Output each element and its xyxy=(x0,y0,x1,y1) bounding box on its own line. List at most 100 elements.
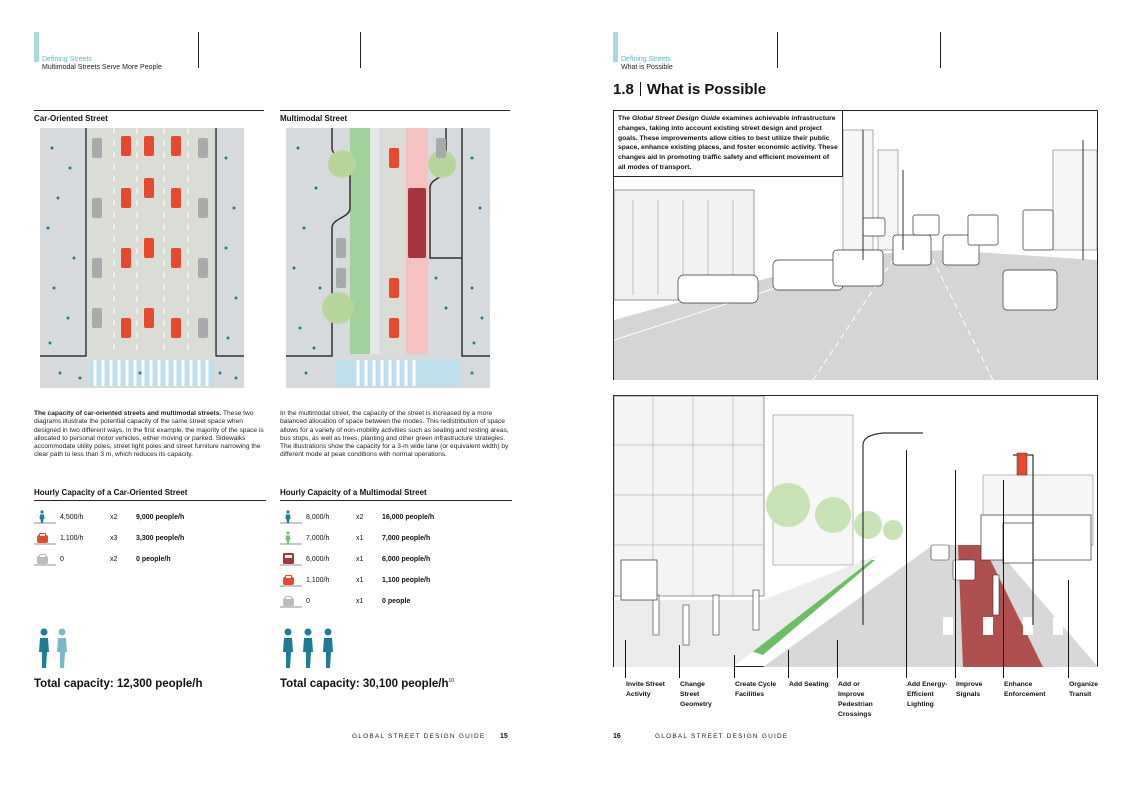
callout-label: Create Cycle Facilities xyxy=(735,681,777,698)
capacity-total: 1,100 people/h xyxy=(382,576,431,584)
page-number: 16 xyxy=(613,733,621,740)
header-accent-bar xyxy=(34,32,39,62)
intro-pre: The xyxy=(618,115,632,122)
diagram-title-multimodal: Multimodal Street xyxy=(280,114,348,123)
car-icon xyxy=(34,531,56,545)
page-number: 15 xyxy=(500,733,508,740)
capacity-row: 4,500/h x2 9,000 people/h xyxy=(34,510,266,524)
capacity-row: 0 x2 0 people/h xyxy=(34,552,266,566)
intro-text: The Global Street Design Guide examines … xyxy=(613,110,843,177)
intro-guide-name: Global Street Design Guide xyxy=(631,115,720,122)
capacity-rate: 0 xyxy=(306,597,310,605)
callout-label: Add Energy-Efficient Lighting xyxy=(907,681,948,708)
existing-street-illustration xyxy=(613,110,1098,380)
caption-car-oriented: The capacity of car-oriented streets and… xyxy=(34,410,266,460)
capacity-multiplier: x2 xyxy=(110,555,118,563)
capacity-row: 8,000/h x2 16,000 people/h xyxy=(280,510,512,524)
caption-lead: The capacity of car-oriented streets and… xyxy=(34,410,222,417)
callout-leader-line xyxy=(788,650,789,678)
callout-label: Add Seating xyxy=(789,681,829,688)
header-accent-bar xyxy=(613,32,618,62)
caption-body: These two diagrams illustrate the potent… xyxy=(34,410,264,459)
total-capacity-car: Total capacity: 12,300 people/h xyxy=(34,678,203,690)
capacity-total: 3,300 people/h xyxy=(136,534,185,542)
header-divider xyxy=(198,32,199,68)
parked-car-icon xyxy=(34,552,56,566)
capacity-total: 6,000 people/h xyxy=(382,555,431,563)
total-capacity-value: Total capacity: 30,100 people/h xyxy=(280,678,449,690)
section-number: 1.8 xyxy=(613,81,634,98)
capacity-total: 16,000 people/h xyxy=(382,513,435,521)
capacity-total: 0 people xyxy=(382,597,411,605)
parked-car-icon xyxy=(280,594,302,608)
cyclist-icon xyxy=(280,531,302,545)
callout-leader-line xyxy=(1068,580,1069,678)
capacity-multiplier: x2 xyxy=(356,513,364,521)
footer-guide-title: GLOBAL STREET DESIGN GUIDE xyxy=(352,733,486,740)
diagram-title-car: Car-Oriented Street xyxy=(34,114,108,123)
header-divider xyxy=(360,32,361,68)
header-subtitle: Multimodal Streets Serve More People xyxy=(42,64,162,71)
callout-leader-line xyxy=(679,645,680,678)
callout-leader-line xyxy=(837,640,838,678)
header-section: Defining Streets xyxy=(621,56,671,63)
callout-label: Enhance Enforcement xyxy=(1004,681,1046,698)
capacity-row: 1,100/h x1 1,100 people/h xyxy=(280,573,512,587)
section-rule xyxy=(280,110,510,111)
capacity-multiplier: x3 xyxy=(110,534,118,542)
callout-leader-line xyxy=(734,655,735,678)
car-icon xyxy=(280,573,302,587)
capacity-rate: 7,000/h xyxy=(306,534,330,542)
total-capacity-multimodal: Total capacity: 30,100 people/h10 xyxy=(280,678,454,690)
bus-icon xyxy=(280,552,302,566)
capacity-row: 6,000/h x1 6,000 people/h xyxy=(280,552,512,566)
header-subtitle: What is Possible xyxy=(621,64,673,71)
callout-leader-line xyxy=(906,450,907,678)
multimodal-street-diagram xyxy=(286,128,490,388)
capacity-total: 0 people/h xyxy=(136,555,171,563)
capacity-rate: 1,100/h xyxy=(306,576,330,584)
capacity-multiplier: x1 xyxy=(356,597,364,605)
people-icon xyxy=(39,628,67,668)
callout-label: Invite Street Activity xyxy=(626,681,665,698)
capacity-multiplier: x1 xyxy=(356,576,364,584)
title-separator xyxy=(639,82,641,96)
callout-label: Add or Improve Pedestrian Crossings xyxy=(838,681,873,718)
capacity-rate: 1,100/h xyxy=(60,534,84,542)
callout-label: Organize Transit xyxy=(1069,681,1099,698)
capacity-row: 1,100/h x3 3,300 people/h xyxy=(34,531,266,545)
header-divider xyxy=(940,32,941,68)
callout-leader-line xyxy=(1003,480,1004,678)
capacity-rate: 4,500/h xyxy=(60,513,84,521)
section-rule xyxy=(34,110,264,111)
capacity-rate: 8,000/h xyxy=(306,513,330,521)
section-rule xyxy=(34,500,266,501)
header-section: Defining Streets xyxy=(42,56,92,63)
capacity-rate: 6,000/h xyxy=(306,555,330,563)
capacity-table-car: 4,500/h x2 9,000 people/h 1,100/h x3 3,300 pe… xyxy=(34,510,266,580)
capacity-title-car: Hourly Capacity of a Car-Oriented Street xyxy=(34,488,188,497)
section-title: What is Possible xyxy=(646,81,767,98)
car-oriented-street-diagram xyxy=(40,128,244,388)
capacity-multiplier: x1 xyxy=(356,534,364,542)
pedestrian-icon xyxy=(34,510,56,524)
callout-label: Change Street Geometry xyxy=(680,681,712,708)
section-rule xyxy=(280,500,512,501)
caption-multimodal: In the multimodal street, the capacity o… xyxy=(280,410,509,459)
footnote-marker: 10 xyxy=(448,678,455,685)
capacity-multiplier: x2 xyxy=(110,513,118,521)
callout-leader-line xyxy=(625,640,626,678)
capacity-multiplier: x1 xyxy=(356,555,364,563)
intro-post: examines achievable infrastructure chang… xyxy=(618,115,838,171)
capacity-rate: 0 xyxy=(60,555,64,563)
callout-label: Improve Signals xyxy=(956,681,983,698)
header-divider xyxy=(777,32,778,68)
page-title: 1.8 What is Possible xyxy=(613,81,766,98)
redesigned-street-illustration xyxy=(613,395,1098,667)
pedestrian-icon xyxy=(280,510,302,524)
people-icon xyxy=(283,628,333,668)
capacity-row: 0 x1 0 people xyxy=(280,594,512,608)
capacity-total: 9,000 people/h xyxy=(136,513,185,521)
